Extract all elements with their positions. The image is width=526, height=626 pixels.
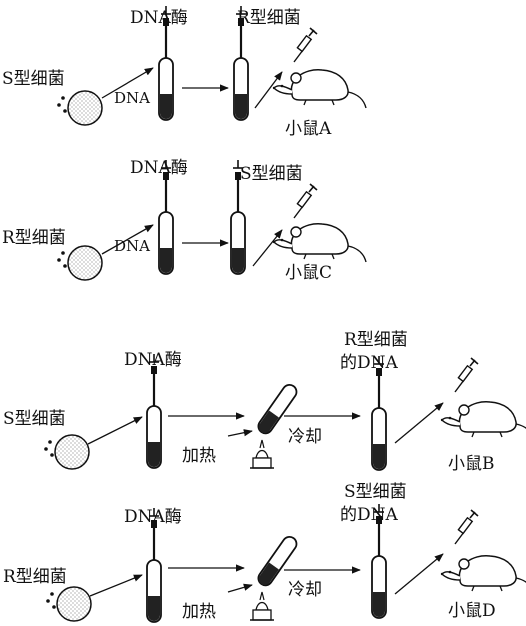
enzyme-label: DNA酶: [124, 507, 182, 527]
test-tube-icon: [146, 405, 162, 469]
syringe-icon: [454, 357, 479, 393]
dna-label: DNA: [114, 237, 150, 255]
mouse-icon: [440, 401, 526, 441]
extraction-arrow: [87, 416, 143, 445]
enzyme-label: DNA酶: [124, 350, 182, 370]
added-dna-label-line2: 的DNA: [340, 505, 399, 525]
mouse-icon: [440, 555, 526, 595]
syringe-icon: [454, 509, 479, 545]
added-dna-label-line2: 的DNA: [340, 353, 399, 373]
added-dna-label-line1: S型细菌: [344, 482, 407, 502]
panel-2: DNA酶 S型细菌 R型细菌 DNA 小鼠C: [2, 158, 367, 283]
syringe-icon: [293, 183, 318, 219]
mouse-label: 小鼠B: [448, 454, 495, 474]
mouse-icon: [272, 223, 367, 263]
test-tube-icon: [158, 211, 174, 275]
dropper-icon: [372, 354, 386, 410]
enzyme-label: DNA酶: [130, 158, 188, 178]
bacteria-culture-icon: [56, 245, 103, 281]
dropper-icon: [147, 506, 161, 562]
dropper-icon: [147, 352, 161, 408]
dna-label: DNA: [114, 89, 150, 107]
dropper-icon: [159, 4, 173, 60]
dropper-icon: [234, 4, 248, 60]
bacteria-culture-icon: [45, 586, 92, 622]
heating-apparatus-icon: [249, 381, 301, 469]
panel-4: DNA酶 S型细菌 的DNA R型细菌 加热 冷却 小鼠D: [3, 482, 526, 623]
added-bacteria-label: S型细菌: [240, 164, 303, 184]
test-tube-icon: [371, 555, 387, 619]
syringe-icon: [293, 27, 318, 63]
source-bacteria-label: R型细菌: [2, 228, 66, 248]
added-dna-label-line1: R型细菌: [344, 330, 408, 350]
test-tube-icon: [158, 57, 174, 121]
heat-arrow: [227, 429, 253, 437]
test-tube-icon: [146, 559, 162, 623]
cool-label: 冷却: [288, 580, 322, 600]
bacteria-culture-icon: [43, 434, 90, 470]
injection-arrow: [254, 71, 283, 109]
panel-3: DNA酶 R型细菌 的DNA S型细菌 加热 冷却 小鼠B: [3, 330, 526, 474]
source-bacteria-label: R型细菌: [3, 567, 67, 587]
extraction-arrow: [101, 67, 154, 99]
added-bacteria-label: R型细菌: [237, 8, 301, 28]
enzyme-label: DNA酶: [130, 8, 188, 28]
test-tube-icon: [230, 211, 246, 275]
panel-1: DNA酶 R型细菌 S型细菌 DNA 小鼠A: [2, 4, 367, 139]
dropper-icon: [372, 502, 386, 558]
heat-label: 加热: [182, 602, 216, 622]
extraction-arrow: [89, 574, 143, 597]
injection-arrow: [252, 229, 283, 267]
mouse-label: 小鼠D: [448, 601, 496, 621]
extraction-arrow: [101, 224, 154, 255]
mouse-label: 小鼠A: [285, 119, 332, 139]
heating-apparatus-icon: [249, 533, 301, 621]
heat-arrow: [227, 583, 253, 593]
test-tube-icon: [233, 57, 249, 121]
test-tube-icon: [371, 407, 387, 471]
dropper-icon: [231, 158, 245, 214]
mouse-icon: [272, 69, 367, 109]
dropper-icon: [159, 158, 173, 214]
injection-arrow: [394, 553, 444, 595]
heat-label: 加热: [182, 446, 216, 466]
source-bacteria-label: S型细菌: [2, 69, 65, 89]
bacteria-culture-icon: [56, 90, 103, 126]
cool-label: 冷却: [288, 427, 322, 447]
injection-arrow: [394, 402, 444, 444]
source-bacteria-label: S型细菌: [3, 409, 66, 429]
mouse-label: 小鼠C: [285, 263, 332, 283]
